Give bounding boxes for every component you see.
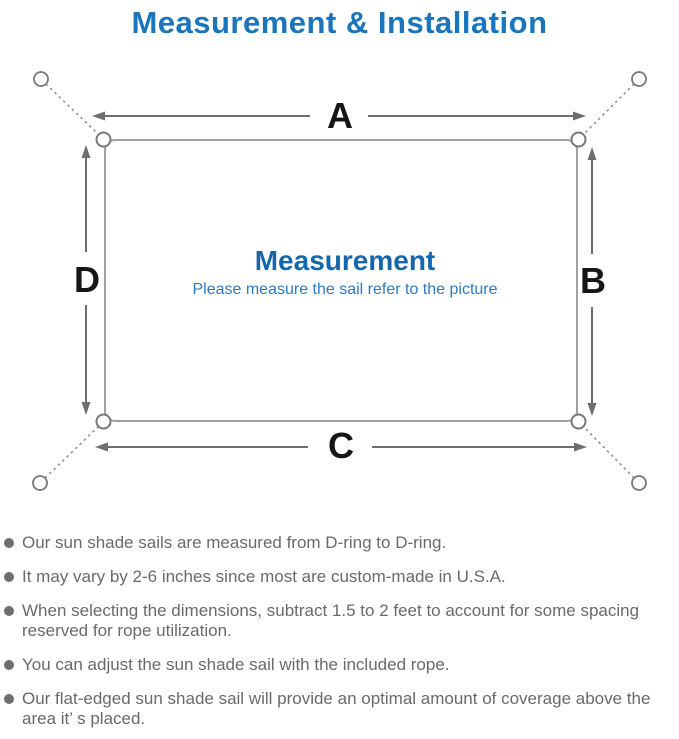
arrowhead-right-icon (574, 442, 587, 452)
arrowhead-left-icon (92, 111, 105, 121)
note-text: Our flat-edged sun shade sail will provi… (22, 689, 651, 728)
d-ring-icon (95, 413, 112, 430)
anchor-point-icon (33, 71, 49, 87)
d-ring-icon (570, 131, 587, 148)
dim-label-b: B (580, 260, 606, 301)
measurement-notes-list: Our sun shade sails are measured from D-… (4, 533, 674, 739)
dim-label-d: D (74, 259, 100, 300)
corner-ropes (44, 83, 635, 479)
diagram-center-heading: Measurement (255, 245, 436, 276)
note-item: Our flat-edged sun shade sail will provi… (4, 689, 674, 729)
page-title: Measurement & Installation (131, 5, 548, 40)
anchor-point-icon (631, 71, 647, 87)
dim-label-c: C (328, 425, 354, 466)
rope-bottom-right (582, 425, 635, 479)
arrowhead-right-icon (573, 111, 586, 121)
dimension-arrows (81, 111, 597, 452)
bullet-icon (4, 694, 14, 704)
bullet-icon (4, 660, 14, 670)
measurement-diagram: A B C D Measurement Please measure the s… (32, 71, 647, 491)
d-rings (95, 131, 587, 430)
bullet-icon (4, 572, 14, 582)
arrowhead-up-icon (587, 147, 597, 160)
note-text: You can adjust the sun shade sail with t… (22, 655, 450, 674)
anchor-points (32, 71, 647, 491)
note-text: When selecting the dimensions, subtract … (22, 601, 640, 640)
shade-sail-outline (104, 139, 578, 422)
diagram-center-subtitle: Please measure the sail refer to the pic… (192, 281, 497, 298)
note-item: When selecting the dimensions, subtract … (4, 601, 674, 641)
anchor-point-icon (32, 475, 48, 491)
note-item: Our sun shade sails are measured from D-… (4, 533, 674, 553)
arrowhead-down-icon (587, 403, 597, 416)
bullet-icon (4, 538, 14, 548)
note-text: It may vary by 2-6 inches since most are… (22, 567, 506, 586)
arrowhead-up-icon (81, 145, 91, 158)
rope-top-right (582, 83, 635, 136)
d-ring-icon (570, 413, 587, 430)
rope-bottom-left (44, 425, 100, 479)
note-item: You can adjust the sun shade sail with t… (4, 655, 674, 675)
rope-top-left (45, 83, 100, 136)
note-item: It may vary by 2-6 inches since most are… (4, 567, 674, 587)
bullet-icon (4, 606, 14, 616)
dim-label-a: A (327, 95, 353, 136)
arrowhead-down-icon (81, 402, 91, 415)
note-text: Our sun shade sails are measured from D-… (22, 533, 447, 552)
anchor-point-icon (631, 475, 647, 491)
arrowhead-left-icon (95, 442, 108, 452)
d-ring-icon (95, 131, 112, 148)
dimension-labels: A B C D (74, 95, 606, 466)
